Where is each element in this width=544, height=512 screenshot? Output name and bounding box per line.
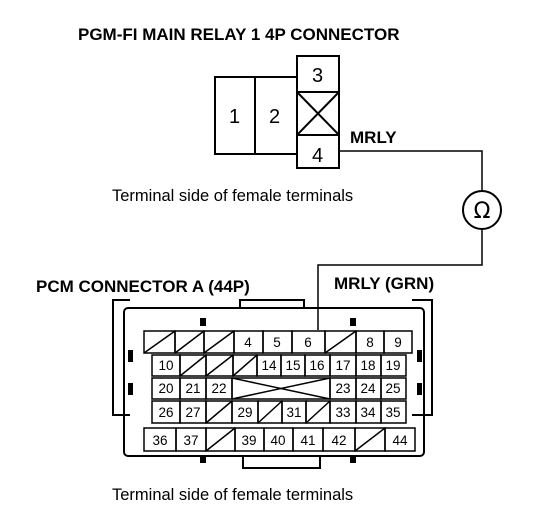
pcm-pin-33: 33 <box>335 405 350 420</box>
pcm-pin-26: 26 <box>158 405 173 420</box>
pcm-pin-39: 39 <box>241 433 256 448</box>
pcm-housing-right <box>412 299 433 416</box>
pcm-pin-35: 35 <box>385 405 400 420</box>
pcm-pin-29: 29 <box>237 405 252 420</box>
pcm-pin-14: 14 <box>261 358 277 373</box>
pcm-pin-31: 31 <box>286 405 301 420</box>
relay-right-column <box>296 55 340 169</box>
pcm-caption: Terminal side of female terminals <box>112 486 353 504</box>
relay-connector-title: PGM-FI MAIN RELAY 1 4P CONNECTOR <box>78 25 399 44</box>
pcm-housing-body <box>123 307 425 457</box>
pcm-pin-18: 18 <box>360 358 375 373</box>
pcm-pin-37: 37 <box>183 433 198 448</box>
pcm-pin-36: 36 <box>152 433 167 448</box>
pcm-housing-left <box>112 299 130 416</box>
pcm-pin-27: 27 <box>185 405 200 420</box>
pcm-pin-9: 9 <box>394 335 402 350</box>
pcm-pin-44: 44 <box>392 433 408 448</box>
pcm-pin-42: 42 <box>331 433 346 448</box>
pcm-pin-34: 34 <box>360 405 376 420</box>
pcm-connector-title: PCM CONNECTOR A (44P) <box>36 277 250 296</box>
pcm-row-2: 10 14 15 16 17 18 19 <box>151 354 407 377</box>
probe-wire-pcm <box>317 229 483 330</box>
relay-caption: Terminal side of female terminals <box>112 187 353 205</box>
pcm-pin-41: 41 <box>300 433 315 448</box>
pcm-pin-22: 22 <box>211 381 226 396</box>
pcm-row-5: 36 37 39 40 41 42 44 <box>143 427 416 452</box>
pcm-pin-5: 5 <box>273 335 281 350</box>
relay-terminal-4: 4 <box>312 145 323 167</box>
relay-connector: 1 2 3 4 <box>214 55 340 169</box>
pcm-pin-21: 21 <box>185 381 200 396</box>
pcm-pin-23: 23 <box>335 381 350 396</box>
pcm-pin-19: 19 <box>385 358 400 373</box>
pcm-bottom-lock <box>242 456 321 469</box>
pcm-connector: 4 5 6 8 9 10 14 15 16 17 1 <box>112 299 433 469</box>
pcm-wire-label: MRLY (GRN) <box>334 274 434 293</box>
pcm-pin-25: 25 <box>385 381 400 396</box>
pcm-pin-15: 15 <box>285 358 300 373</box>
pcm-pin-24: 24 <box>360 381 376 396</box>
pcm-row-4: 26 27 29 31 33 34 35 <box>151 400 407 424</box>
pcm-pin-17: 17 <box>335 358 350 373</box>
pcm-top-latch <box>239 299 305 308</box>
relay-terminal-1: 1 <box>229 106 240 128</box>
relay-blank-cavity <box>296 91 340 136</box>
probe-wire-relay <box>339 150 483 191</box>
pcm-row-3: 20 21 22 23 24 25 <box>151 377 407 400</box>
pcm-pin-4: 4 <box>244 335 252 350</box>
pcm-pin-16: 16 <box>309 358 324 373</box>
ohm-symbol: Ω <box>474 199 491 224</box>
relay-terminal-2: 2 <box>269 106 280 128</box>
pcm-pin-10: 10 <box>158 358 173 373</box>
relay-terminal-3: 3 <box>312 65 323 87</box>
pcm-pin-40: 40 <box>270 433 285 448</box>
pcm-pin-8: 8 <box>366 335 374 350</box>
pcm-pin-20: 20 <box>158 381 173 396</box>
relay-wire-label: MRLY <box>350 128 397 147</box>
pcm-pin-6: 6 <box>304 335 312 350</box>
ohmmeter-icon: Ω <box>462 190 502 230</box>
pcm-row-1: 4 5 6 8 9 <box>143 330 413 354</box>
